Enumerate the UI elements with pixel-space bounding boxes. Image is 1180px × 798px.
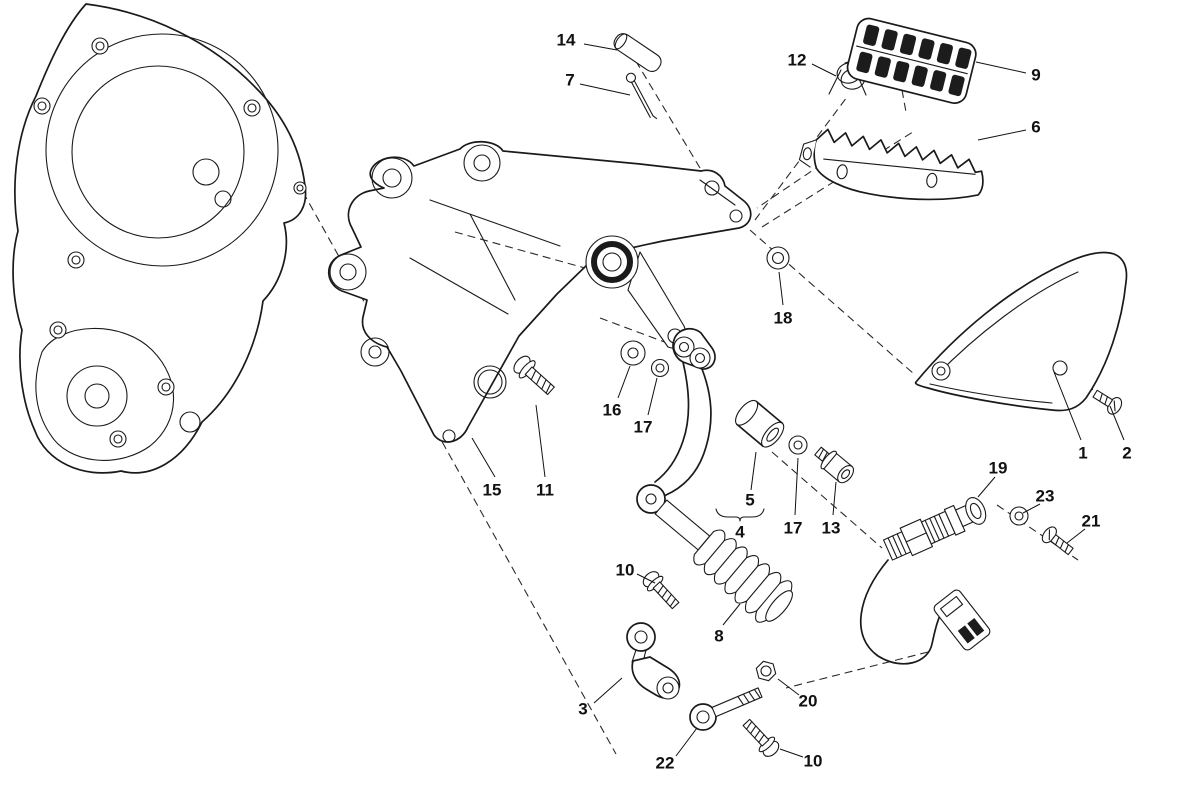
pivot-socket-bolt: [814, 446, 855, 484]
leader-line-17-7: [647, 377, 658, 416]
engine-bolt-heads: [33, 37, 307, 448]
tread-blocks: [856, 24, 972, 97]
leader-line-2-15: [1109, 405, 1125, 441]
callout-11-9: 11: [536, 481, 554, 500]
footrest-bracket: [327, 140, 752, 443]
leader-line-13-13: [832, 481, 837, 516]
washer-18: [766, 246, 790, 270]
clevis-pin: [613, 33, 662, 72]
callout-14-0: 14: [557, 31, 576, 50]
leader-line-5-10: [750, 451, 757, 491]
callout-23-17: 23: [1036, 487, 1055, 506]
washer-16: [620, 340, 646, 366]
leader-line-1-14: [1053, 371, 1082, 441]
callout-10-19: 10: [616, 561, 635, 580]
lock-nut: [755, 660, 777, 682]
pivot-spacer-tube: [735, 399, 785, 448]
callout-22-23: 22: [656, 754, 675, 773]
washer-17a: [650, 358, 670, 378]
washer-17b: [788, 435, 808, 455]
rubber-bellows: [693, 529, 793, 623]
switch-connector: [933, 589, 991, 651]
gear-position-switch: [859, 497, 991, 665]
switch-cable: [859, 559, 947, 665]
leader-line-19-16: [977, 476, 996, 498]
callout-10-24: 10: [804, 752, 823, 771]
callout-15-8: 15: [483, 481, 502, 500]
callout-13-13: 13: [822, 519, 841, 538]
callout-17-12: 17: [784, 519, 803, 538]
leader-line-3-21: [593, 677, 623, 704]
leader-line-11-9: [535, 404, 546, 478]
flange-bolt-upper: [642, 571, 680, 610]
switch-washer: [1009, 506, 1029, 526]
leader-line-8-20: [722, 603, 741, 626]
leader-line-15-8: [471, 437, 496, 478]
callout-brace-4: [715, 508, 765, 522]
leader-line-7-1: [579, 83, 631, 96]
leader-line-10-19: [636, 573, 656, 584]
callout-7-1: 7: [565, 71, 574, 90]
callout-1-14: 1: [1078, 444, 1087, 463]
callout-21-18: 21: [1082, 512, 1101, 531]
leader-line-18-5: [778, 271, 784, 306]
leader-line-14-0: [583, 43, 618, 51]
metal-footpeg: [798, 128, 984, 201]
callout-8-20: 8: [714, 627, 723, 646]
leader-line-22-23: [675, 727, 698, 757]
switch-screw: [1041, 526, 1074, 556]
rubber-footpeg-pad: [846, 17, 977, 104]
callout-12-2: 12: [788, 51, 807, 70]
flange-bolt-lower: [742, 718, 780, 757]
split-pin: [625, 72, 658, 120]
heel-guard-screw: [1092, 389, 1123, 415]
heel-guard: [914, 251, 1128, 412]
callout-9-3: 9: [1031, 66, 1040, 85]
leader-line-12-2: [811, 63, 837, 77]
callout-18-5: 18: [774, 309, 793, 328]
leader-line-20-22: [777, 678, 800, 696]
linkage-rod: [689, 687, 763, 731]
callout-6-4: 6: [1031, 118, 1040, 137]
callout-4-11: 4: [735, 523, 745, 542]
leader-line-9-3: [975, 61, 1027, 74]
bearing-boss: [585, 235, 639, 289]
leader-line-6-4: [977, 129, 1027, 141]
callout-17-7: 17: [634, 418, 653, 437]
callout-20-22: 20: [799, 692, 818, 711]
gear-change-lever: [636, 327, 716, 551]
callout-19-16: 19: [989, 459, 1008, 478]
leader-line-10-24: [779, 748, 804, 758]
callout-5-10: 5: [745, 491, 754, 510]
leader-line-17-12: [794, 457, 799, 516]
engine-crankcase: [12, 3, 307, 474]
callout-16-6: 16: [603, 401, 622, 420]
callout-3-21: 3: [578, 700, 587, 719]
leader-line-16-6: [617, 365, 631, 399]
callout-2-15: 2: [1122, 444, 1131, 463]
bracket-bolt: [513, 355, 555, 396]
leader-line-21-18: [1066, 528, 1086, 544]
leader-line-23-17: [1022, 503, 1041, 514]
gear-lever-rod-end: [626, 622, 681, 700]
